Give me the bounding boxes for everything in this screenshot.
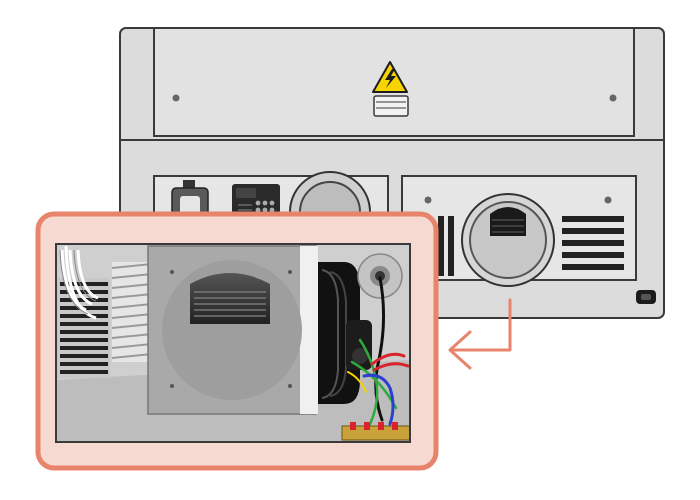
fan-panel-screw-right (605, 197, 612, 204)
fan-panel-screw-left (425, 197, 432, 204)
zoomed-interior (56, 244, 410, 442)
fan-housing (148, 246, 318, 414)
cover-handle[interactable] (374, 96, 408, 116)
cable-grommet (358, 254, 402, 298)
zoom-callout (38, 214, 436, 468)
interior-vent (56, 278, 110, 378)
cover-screw-right (610, 95, 617, 102)
rear-connector (636, 290, 656, 304)
cover-screw-left (173, 95, 180, 102)
fan-port (462, 194, 554, 286)
flexible-duct (112, 262, 152, 362)
fan-intake-grille (190, 273, 270, 324)
